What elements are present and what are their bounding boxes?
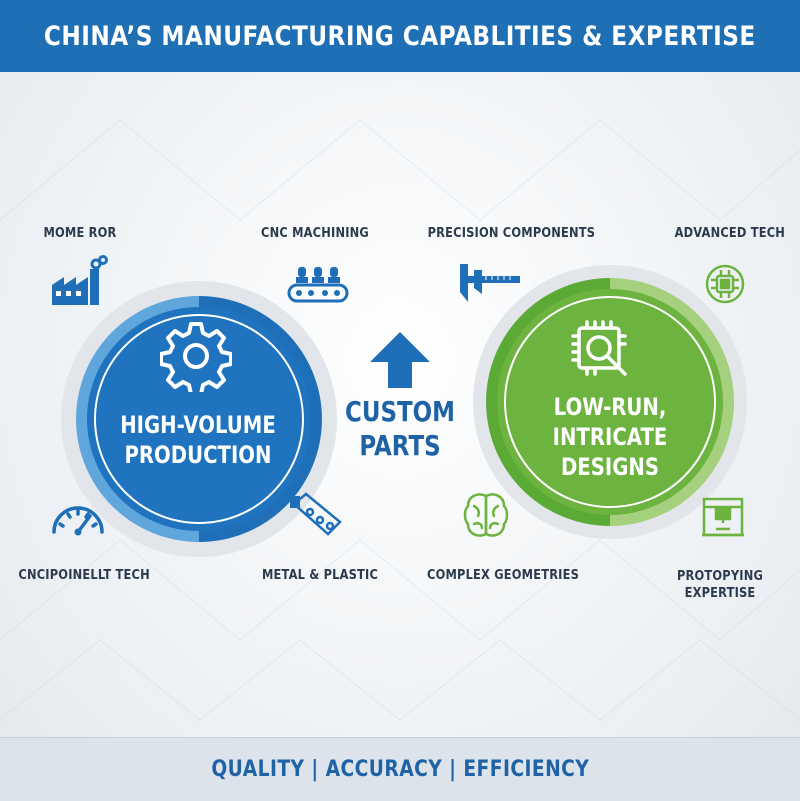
high-volume-line2: PRODUCTION [124, 441, 272, 469]
feature-cnc-pointellt-label: CNCIPOINELLT TECH [18, 568, 150, 583]
footer-tagline: QUALITY | ACCURACY | EFFICIENCY [211, 757, 589, 782]
high-volume-text: HIGH-VOLUME PRODUCTION [116, 410, 280, 470]
feature-complex-geometries-label: COMPLEX GEOMETRIES [427, 568, 580, 583]
feature-protopying-line1: PROTOPYING [676, 569, 764, 584]
low-run-line2: INTRICATE [552, 423, 668, 451]
feature-advanced-tech-label: ADVANCED TECH [674, 226, 786, 241]
feature-metal-plastic-label: METAL & PLASTIC [261, 568, 379, 583]
caliper-icon [460, 264, 520, 302]
chip-magnifier-icon [571, 320, 627, 376]
low-run-text: LOW-RUN, INTRICATE DESIGNS [528, 392, 692, 482]
low-run-line3: DESIGNS [560, 453, 660, 481]
factory-icon [52, 255, 108, 305]
header-bar: CHINA’S MANUFACTURING CAPABLITIES & EXPE… [0, 0, 800, 72]
feature-cnc-machining-label: CNC MACHINING [261, 226, 369, 241]
high-volume-line1: HIGH-VOLUME [120, 411, 276, 439]
page-title: CHINA’S MANUFACTURING CAPABLITIES & EXPE… [44, 20, 756, 52]
3d-printer-icon [702, 497, 744, 537]
gear-icon [160, 322, 232, 392]
feature-protopying-label: PROTOPYING EXPERTISE [667, 568, 773, 602]
up-arrow-icon [370, 332, 430, 388]
chip-icon [705, 264, 745, 304]
gauge-icon [52, 506, 104, 536]
feature-protopying-line2: EXPERTISE [684, 586, 756, 601]
feature-mome-ror-label: MOME ROR [43, 226, 117, 241]
conveyor-icon [287, 267, 349, 303]
custom-parts-line2: PARTS [359, 429, 441, 462]
brain-icon [463, 493, 509, 537]
footer-bar: QUALITY | ACCURACY | EFFICIENCY [0, 737, 800, 801]
custom-parts-text: CUSTOM PARTS [343, 395, 458, 463]
custom-parts-line1: CUSTOM [344, 395, 456, 428]
low-run-line1: LOW-RUN, [553, 393, 667, 421]
machine-part-icon [290, 492, 342, 536]
feature-precision-components-label: PRECISION COMPONENTS [427, 226, 596, 241]
